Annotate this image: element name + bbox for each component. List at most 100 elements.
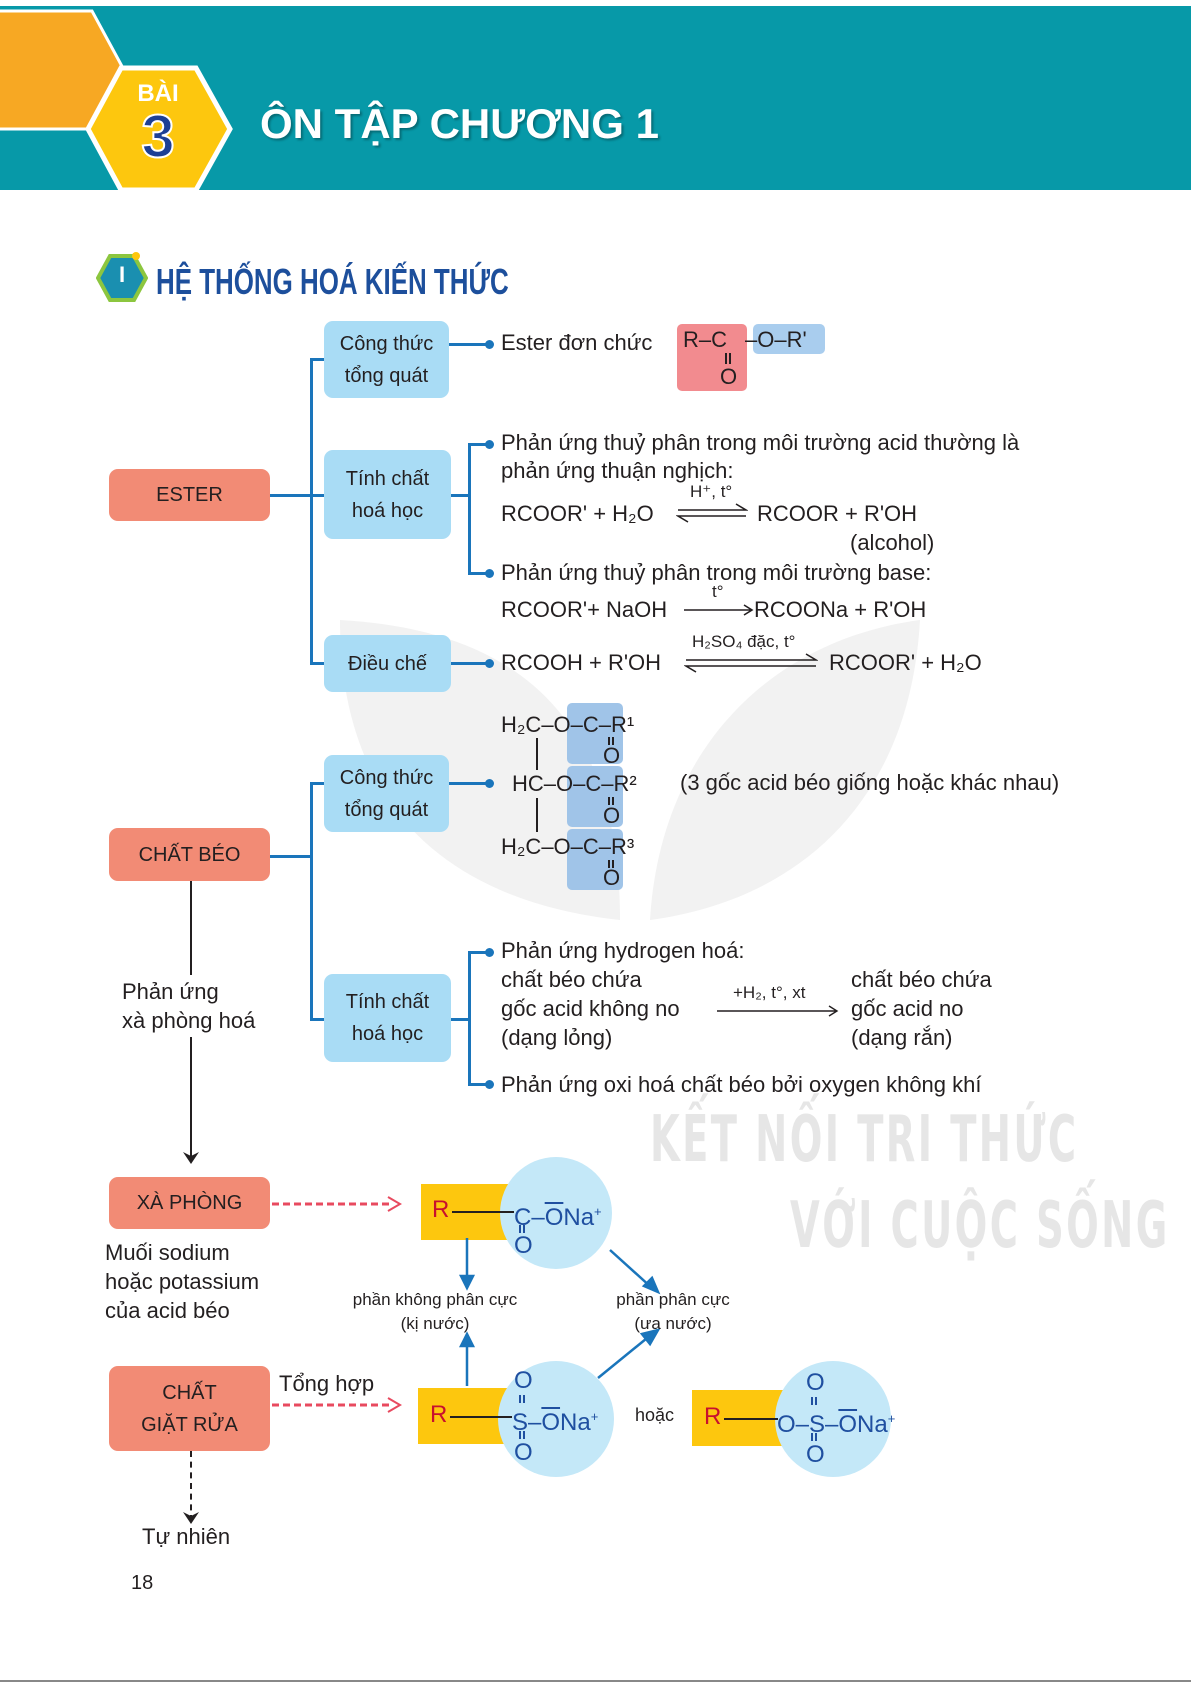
- soap-hydrophilic-head: [500, 1157, 612, 1269]
- hydrogenation-rhs-2: gốc acid no: [851, 996, 964, 1021]
- detergent-label-2: GIẶT RỬA: [141, 1413, 238, 1436]
- nonpolar-line-1: phần không phân cực: [352, 1290, 518, 1309]
- synthetic-label: Tổng hợp: [279, 1371, 375, 1396]
- sulfonyl-oxygen: O: [514, 1439, 533, 1466]
- saponification-label: Phản ứng xà phòng hoá: [118, 975, 260, 1037]
- carbonyl-oxygen: O: [603, 865, 621, 890]
- saponification-line-1: Phản ứng: [122, 979, 219, 1004]
- connector: [468, 443, 471, 575]
- equilibrium-arrow-icon: [684, 653, 818, 673]
- watermark-line-2: VỚI CUỘC SỐNG: [790, 1189, 1170, 1263]
- ester-prep-node: Điều chế: [324, 635, 451, 692]
- glyceride-row-1: H₂C–O–C–R¹: [501, 712, 635, 737]
- natural-label: Tự nhiên: [142, 1524, 231, 1549]
- node-label: Tính chất: [345, 991, 430, 1013]
- arrow-head-icon: [183, 1152, 199, 1164]
- connector: [451, 494, 469, 497]
- bullet-dot: [485, 1080, 494, 1089]
- connector: [449, 782, 489, 785]
- ester-group-highlight: [567, 703, 623, 764]
- sulfonyl-oxygen: O: [806, 1369, 825, 1396]
- alkoxy-highlight: [753, 324, 825, 354]
- glyceride-note: (3 gốc acid béo giống hoặc khác nhau): [680, 770, 1060, 795]
- sodium: Na: [560, 1409, 591, 1436]
- soap-r: R: [432, 1196, 450, 1223]
- connector: [468, 572, 488, 575]
- connector: [310, 782, 313, 1020]
- double-bond: [811, 1433, 817, 1441]
- orange-hexagon: [0, 9, 233, 193]
- connector: [310, 662, 324, 665]
- detergent-head: [498, 1361, 614, 1477]
- node-label: Điều chế: [348, 652, 427, 675]
- node-label: Tính chất: [345, 467, 430, 490]
- charge: +: [887, 1411, 896, 1426]
- carbonyl-oxygen: O: [514, 1232, 533, 1259]
- glyceride-row-2: HC–O–C–R²: [512, 771, 637, 796]
- section-numeral: I: [118, 262, 126, 287]
- section-title: HỆ THỐNG HOÁ KIẾN THỨC: [156, 261, 509, 302]
- single-bond: [536, 798, 538, 832]
- connector: [310, 358, 313, 664]
- hydrogenation-lhs-3: (dạng lỏng): [501, 1025, 613, 1050]
- soap-desc-2: hoặc potassium: [105, 1269, 260, 1294]
- charge: +: [590, 1409, 599, 1424]
- nonpolar-line-2: (kị nước): [400, 1314, 470, 1333]
- soap-desc-1: Muối sodium: [105, 1240, 230, 1265]
- nonpolar-label: phần không phân cực (kị nước): [335, 1288, 535, 1336]
- base-hydrolysis-line-1: Phản ứng thuỷ phân trong môi trường base…: [501, 560, 932, 585]
- sulfonyl-oxygen: O: [514, 1367, 533, 1394]
- polar-line-2: (ưa nước): [634, 1314, 712, 1333]
- parts-arrows: [458, 1238, 661, 1386]
- acid-hydrolysis-condition: H⁺, t°: [690, 482, 733, 501]
- soap-node: XÀ PHÒNG: [109, 1177, 270, 1229]
- lesson-label: BÀI: [137, 80, 179, 107]
- watermark-line-1: KẾT NỐI TRI THỨC: [650, 1103, 1079, 1177]
- hydrogenation-condition: +H₂, t°, xt: [733, 983, 806, 1002]
- acid-hydrolysis-rhs: RCOOR + R'OH: [757, 501, 918, 526]
- single-bond: [536, 738, 538, 770]
- node-label: tổng quát: [344, 364, 429, 387]
- bond-line: [452, 1211, 514, 1213]
- acid-hydrolysis-lhs: RCOOR' + H₂O: [501, 501, 654, 526]
- detergent-head: [775, 1361, 891, 1477]
- bullet-dot: [485, 779, 494, 788]
- bullet-dot: [485, 659, 494, 668]
- ester-group-highlight: [567, 829, 623, 890]
- detergent-r: R: [430, 1401, 448, 1428]
- node-label: Công thức: [339, 332, 434, 355]
- base-hydrolysis-lhs: RCOOR'+ NaOH: [501, 597, 668, 622]
- glyceride-row-3: H₂C–O–C–R³: [501, 834, 635, 859]
- soap-desc-3: của acid béo: [105, 1298, 230, 1323]
- connector: [310, 358, 324, 361]
- fat-label: CHẤT BÉO: [138, 843, 241, 866]
- polar-line-1: phần phân cực: [616, 1290, 730, 1309]
- node-label: tổng quát: [344, 798, 429, 821]
- base-hydrolysis-rhs: RCOONa + R'OH: [754, 597, 927, 622]
- bond-line: [450, 1416, 512, 1418]
- polar-label: phần phân cực (ưa nước): [593, 1288, 753, 1336]
- section-hexagon-icon: [96, 252, 148, 302]
- acid-hydrolysis-line-2: phản ứng thuận nghịch:: [501, 458, 734, 483]
- page-bottom-rule: [0, 1680, 1191, 1682]
- connector: [451, 1018, 469, 1021]
- page-title: ÔN TẬP CHƯƠNG 1: [260, 100, 659, 147]
- bond-line: [724, 1418, 778, 1420]
- connector: [310, 494, 324, 497]
- alcohol-note: (alcohol): [850, 530, 935, 555]
- acid-hydrolysis-line-1: Phản ứng thuỷ phân trong môi trường acid…: [501, 430, 1020, 455]
- lesson-number: 3: [140, 103, 175, 170]
- ester-formula-text: Ester đơn chức: [501, 330, 653, 355]
- soap-carboxyl: C–ONa+: [514, 1199, 602, 1231]
- acyl-highlight: [677, 324, 747, 391]
- hydrogenation-lhs-1: chất béo chứa: [501, 967, 642, 992]
- fat-node: CHẤT BÉO: [109, 828, 270, 881]
- oxygen-anion: O: [838, 1411, 858, 1438]
- double-bond: [519, 1395, 525, 1403]
- sulfate-group: O–S–ONa+: [777, 1406, 895, 1438]
- oxidation-text: Phản ứng oxi hoá chất béo bởi oxygen khô…: [501, 1072, 982, 1097]
- ester-group-highlight: [567, 766, 623, 827]
- double-bond: [519, 1431, 525, 1439]
